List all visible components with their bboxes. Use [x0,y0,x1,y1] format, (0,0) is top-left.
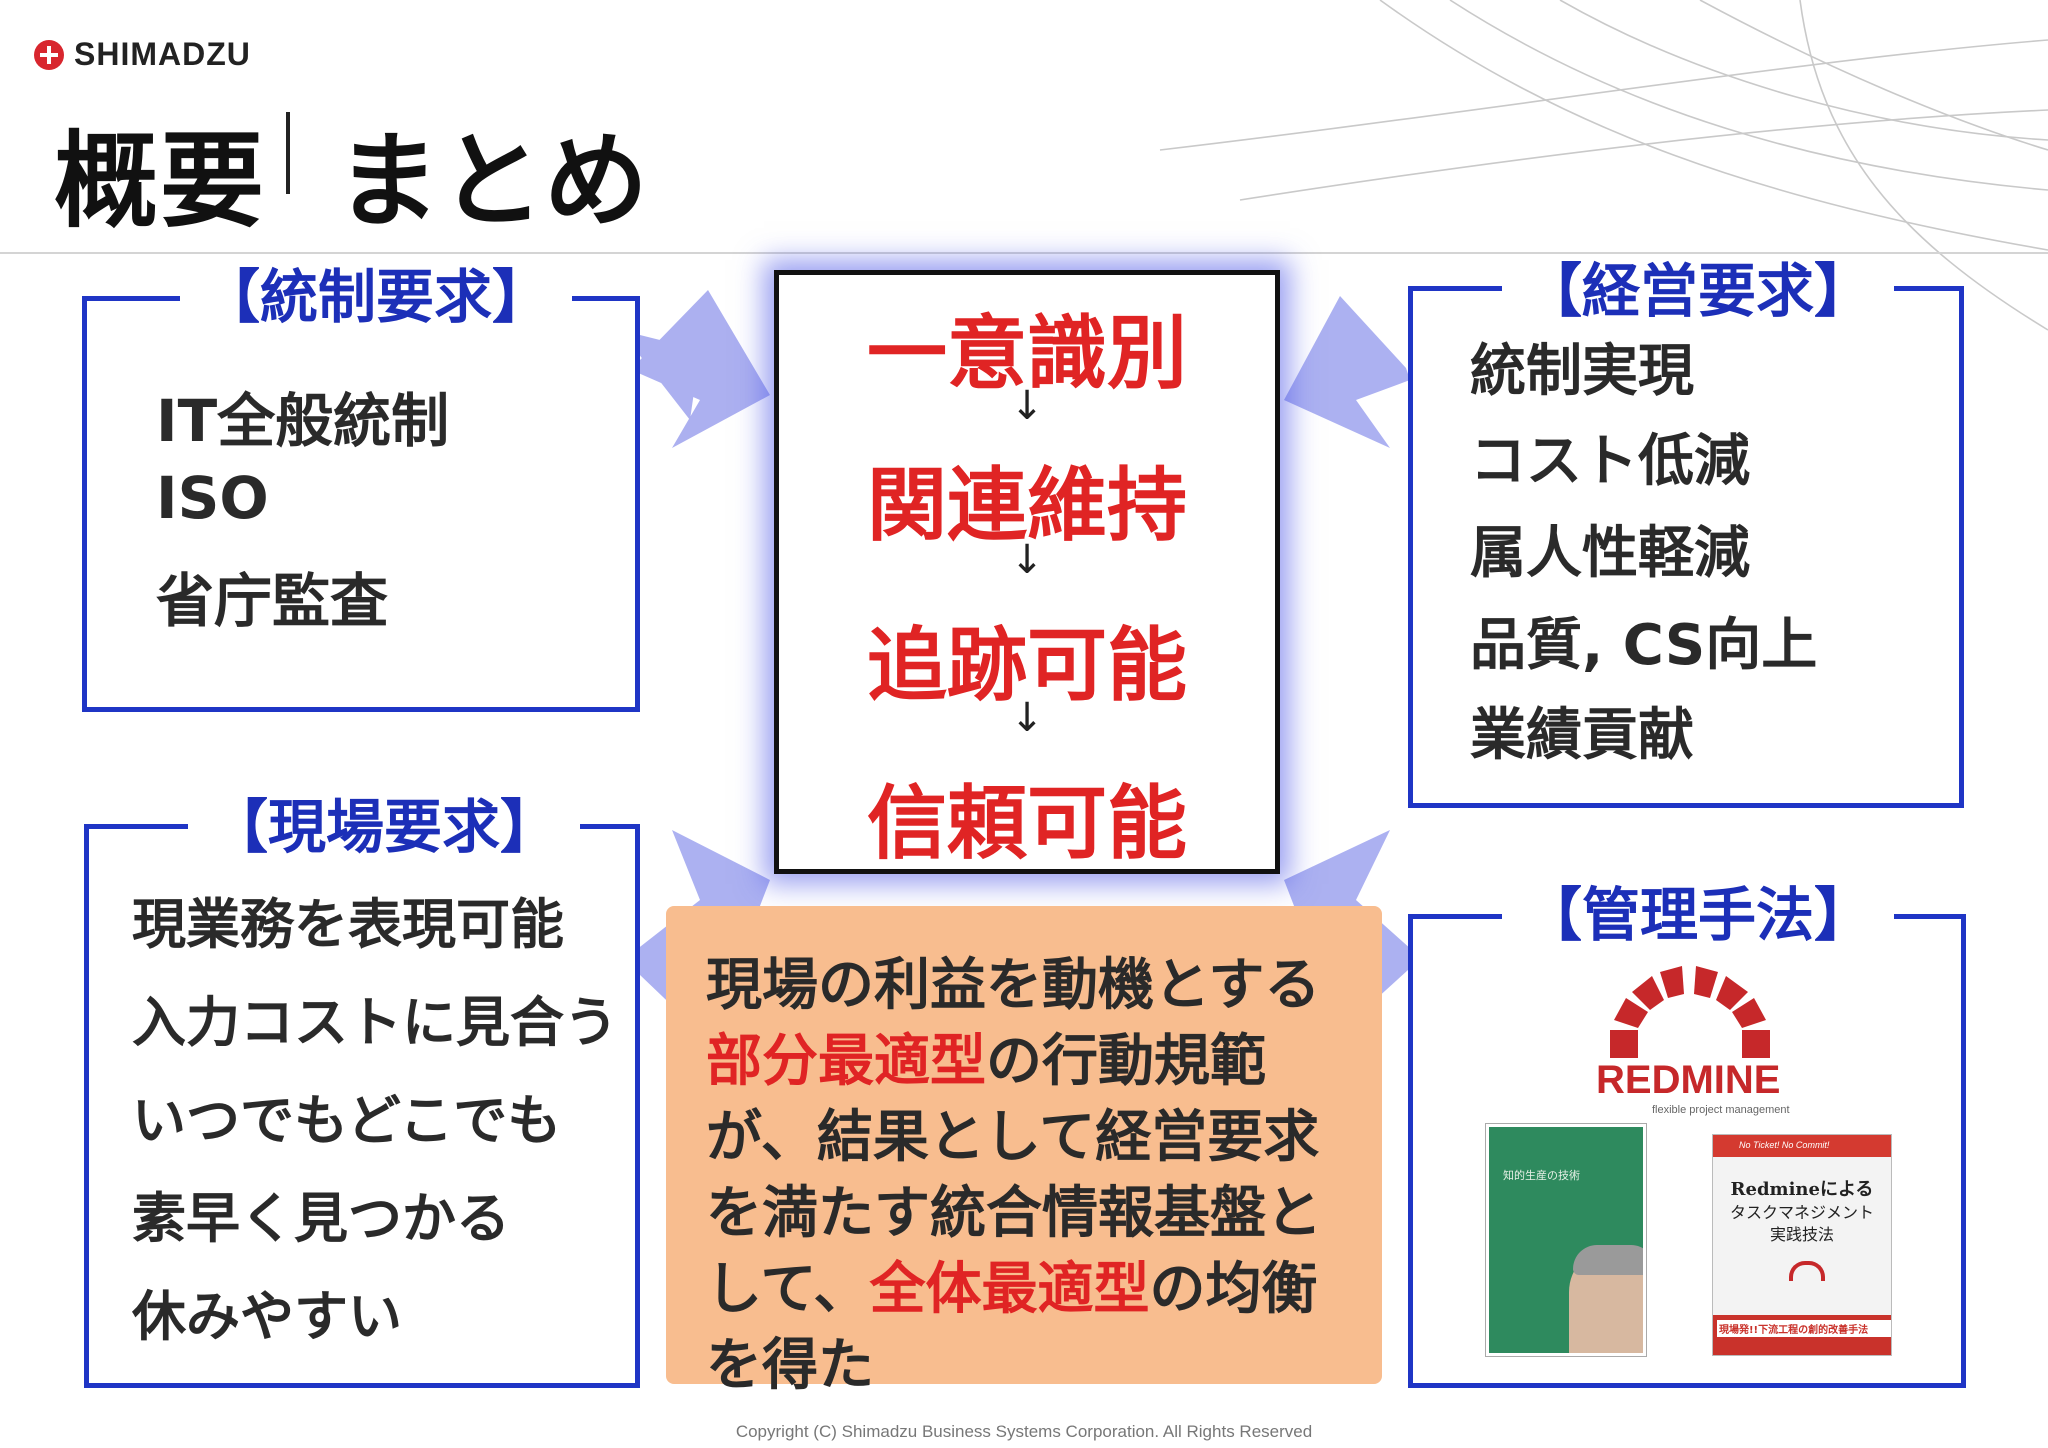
down-arrow-icon: ↓ [1010,537,1044,583]
principle-relation: 関連維持 [867,459,1187,552]
field-requirements-box [84,824,640,1388]
decorative-curves [1159,0,2048,331]
page-title-left: 概要 [54,120,267,242]
management-method-label: 【管理手法】 [1502,880,1895,950]
principle-reliable: 信頼可能 [867,777,1187,870]
redmine-logo-icon [1610,966,1770,1058]
summary-partial-optimization: 部分最適型 [706,1029,986,1094]
field-item-2: 入力コストに見合う [132,991,618,1054]
company-logo: SHIMADZU [34,36,251,73]
book2-title-line2: タスクマネジメント [1729,1203,1874,1222]
redmine-wordmark: REDMINE [1596,1058,1781,1102]
summary-line-2-rest: の行動規範 [986,1029,1266,1094]
management-item-2: コスト低減 [1470,429,1750,494]
book1-title: 知的生産の技術 [1503,1169,1580,1182]
arrow-top-right [1284,296,1410,448]
page-title-right: まとめ [336,120,649,242]
summary-line-5-rest: の均衡 [1149,1257,1318,1322]
book-cover-redmine-task-management: No Ticket! No Commit! Redmineによる タスクマネジメ… [1712,1134,1892,1356]
arrow-top-left [636,290,770,448]
copyright-footer: Copyright (C) Shimadzu Business Systems … [735,1422,1313,1441]
summary-line-5-start: して、 [706,1257,870,1322]
field-requirements-label: 【現場要求】 [188,792,581,862]
down-arrow-icon: ↓ [1010,383,1044,429]
title-divider [286,112,290,194]
control-requirements-label: 【統制要求】 [180,262,573,332]
management-item-5: 業績貢献 [1470,703,1694,768]
management-requirements-box [1408,286,1964,808]
field-item-4: 素早く見つかる [132,1187,510,1250]
summary-line-1: 現場の利益を動機とする [706,953,1321,1018]
field-item-5: 休みやすい [132,1285,402,1348]
control-item-3: 省庁監査 [156,567,389,635]
management-requirements-label: 【経営要求】 [1502,256,1895,326]
header-rule [0,252,2048,254]
principle-unique-id: 一意識別 [867,307,1187,400]
book2-header-band [1713,1135,1891,1157]
book2-mini-logo [1789,1261,1825,1281]
book2-band-text: 現場発!!下流工程の創的改善手法 [1717,1320,1891,1337]
field-item-1: 現業務を表現可能 [132,893,564,956]
principle-traceable: 追跡可能 [867,619,1187,712]
summary-total-optimization: 全体最適型 [869,1257,1150,1322]
redmine-tagline: flexible project management [1652,1104,1790,1116]
author-hair [1573,1245,1643,1275]
control-item-2: ISO [156,464,269,532]
management-item-1: 統制実現 [1470,339,1694,404]
summary-box: 現場の利益を動機とする 部分最適型の行動規範 が、結果として経営要求 を満たす統… [666,906,1382,1398]
field-item-3: いつでもどこでも [132,1089,562,1152]
control-item-1: IT全般統制 [156,387,450,455]
summary-line-3: が、結果として経営要求 [706,1105,1320,1170]
logo-text: SHIMADZU [74,36,251,72]
core-principles-box: 一意識別 ↓ 関連維持 ↓ 追跡可能 ↓ 信頼可能 [774,270,1280,874]
management-item-4: 品質, CS向上 [1470,613,1818,678]
book2-title-line1: Redmineによる [1730,1179,1874,1200]
down-arrow-icon: ↓ [1010,695,1044,741]
management-item-3: 属人性軽減 [1470,521,1750,586]
control-requirements-box [82,296,640,712]
book2-title-line3: 実践技法 [1769,1225,1834,1244]
summary-line-4: を満たす統合情報基盤と [706,1181,1322,1246]
cross-icon [34,39,64,70]
book2-header: No Ticket! No Commit! [1739,1140,1830,1150]
summary-line-6: を得た [706,1333,874,1398]
summary-line-5: して、全体最適型の均衡 [706,1244,1318,1325]
summary-line-2: 部分最適型の行動規範 [706,1016,1266,1097]
book-cover-intellectual-production: 知的生産の技術 [1486,1124,1646,1356]
